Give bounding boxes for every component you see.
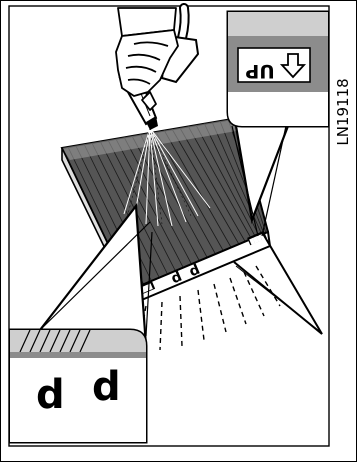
bottom-mark-1: d — [36, 372, 65, 418]
up-label-text: UP — [245, 60, 274, 82]
bottom-mark-2: d — [92, 364, 121, 410]
diagram-code-label: LN19118 — [334, 78, 352, 145]
